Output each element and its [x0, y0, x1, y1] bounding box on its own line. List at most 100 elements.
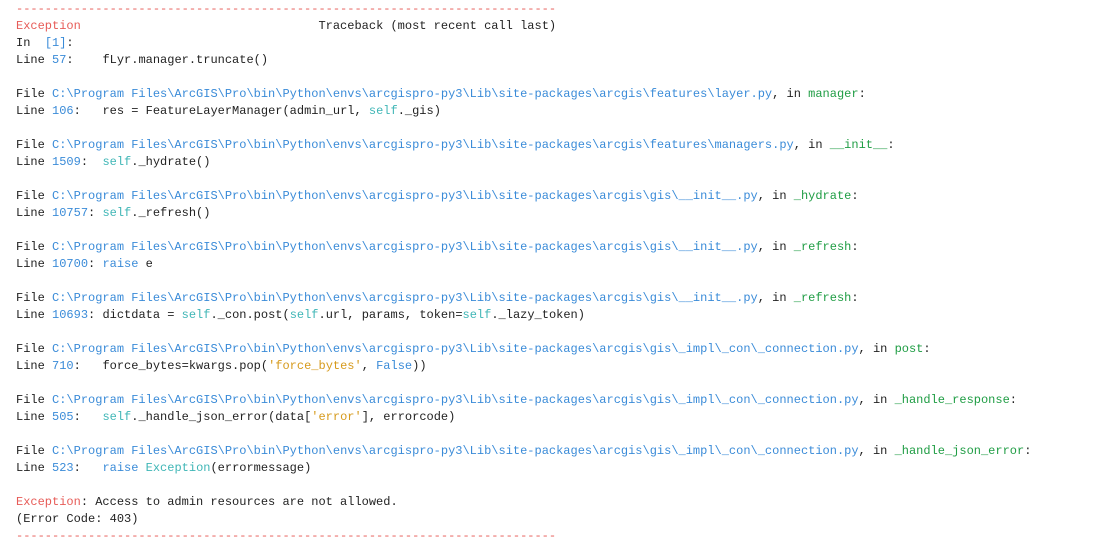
line-label: Line: [16, 461, 53, 475]
code-token: self: [102, 155, 132, 169]
code-token: dictdata =: [102, 308, 182, 322]
file-label: File: [16, 291, 53, 305]
blank: [16, 426, 1106, 443]
file-path: C:\Program Files\ArcGIS\Pro\bin\Python\e…: [52, 138, 794, 152]
blank: [16, 273, 1106, 290]
code-token: ], errorcode): [361, 410, 456, 424]
code-line: Line 10757: self._refresh(): [16, 205, 1106, 222]
code-token: self: [368, 104, 398, 118]
colon: :: [66, 53, 103, 67]
separator: ----------------------------------------…: [16, 2, 557, 16]
line-number: 1509: [52, 155, 81, 169]
code-token: .url, params, token=: [318, 308, 463, 322]
cell-suffix: :: [66, 36, 74, 50]
colon: :: [851, 291, 859, 305]
file-label: File: [16, 444, 53, 458]
line-number: 106: [52, 104, 74, 118]
code-token: (errormessage): [210, 461, 312, 475]
spacer: [81, 19, 319, 33]
function-name: manager: [808, 87, 859, 101]
code-token: ._hydrate(): [131, 155, 211, 169]
in-label: , in: [757, 189, 794, 203]
traceback-title: Traceback (most recent call last): [318, 19, 557, 33]
code-line: Line 505: self._handle_json_error(data['…: [16, 409, 1106, 426]
colon: :: [858, 87, 866, 101]
exception-header: Exception Traceback (most recent call la…: [16, 18, 1106, 35]
in-label: , in: [757, 291, 794, 305]
colon: :: [1009, 393, 1017, 407]
line-number: 10757: [52, 206, 89, 220]
code-line: Line 10700: raise e: [16, 256, 1106, 273]
colon: :: [80, 155, 103, 169]
frame-file-line: File C:\Program Files\ArcGIS\Pro\bin\Pyt…: [16, 443, 1106, 460]
in-label: , in: [858, 393, 895, 407]
line-label: Line: [16, 257, 53, 271]
line-number: 523: [52, 461, 74, 475]
frame-file-line: File C:\Program Files\ArcGIS\Pro\bin\Pyt…: [16, 239, 1106, 256]
file-label: File: [16, 342, 53, 356]
error-code-text: (Error Code: 403): [16, 512, 139, 526]
blank: [16, 171, 1106, 188]
frame-file-line: File C:\Program Files\ArcGIS\Pro\bin\Pyt…: [16, 341, 1106, 358]
error-text: : Access to admin resources are not allo…: [80, 495, 398, 509]
function-name: _refresh: [793, 291, 852, 305]
colon: :: [73, 104, 103, 118]
code-token: ._lazy_token): [491, 308, 585, 322]
function-name: __init__: [829, 138, 888, 152]
code-token: ._handle_json_error(data[: [131, 410, 312, 424]
code-token: fLyr.manager.truncate(): [102, 53, 269, 67]
colon: :: [923, 342, 931, 356]
colon: :: [851, 240, 859, 254]
code-token: ._gis): [397, 104, 441, 118]
cell-ref: In [1]:: [16, 35, 1106, 52]
file-label: File: [16, 240, 53, 254]
file-path: C:\Program Files\ArcGIS\Pro\bin\Python\e…: [52, 393, 859, 407]
frame-file-line: File C:\Program Files\ArcGIS\Pro\bin\Pyt…: [16, 290, 1106, 307]
code-token: ,: [361, 359, 377, 373]
colon: :: [1024, 444, 1032, 458]
blank: [16, 69, 1106, 86]
code-token: False: [376, 359, 413, 373]
function-name: _handle_json_error: [894, 444, 1025, 458]
in-label: , in: [858, 342, 895, 356]
in-label: , in: [772, 87, 809, 101]
code-token: ._refresh(): [131, 206, 211, 220]
function-name: _handle_response: [894, 393, 1010, 407]
line-label: Line: [16, 359, 53, 373]
line-number: 57: [52, 53, 67, 67]
blank: [16, 477, 1106, 494]
line-label: Line: [16, 206, 53, 220]
file-path: C:\Program Files\ArcGIS\Pro\bin\Python\e…: [52, 342, 859, 356]
line-label: Line: [16, 53, 53, 67]
line-number: 10693: [52, 308, 89, 322]
code-line: Line 710: force_bytes=kwargs.pop('force_…: [16, 358, 1106, 375]
colon: :: [887, 138, 895, 152]
separator-bottom: ----------------------------------------…: [16, 528, 1106, 545]
code-line: Line 57: fLyr.manager.truncate(): [16, 52, 1106, 69]
code-token: self: [181, 308, 211, 322]
blank: [16, 120, 1106, 137]
line-number: 10700: [52, 257, 89, 271]
colon: :: [88, 308, 103, 322]
error-code: (Error Code: 403): [16, 511, 1106, 528]
in-label: , in: [757, 240, 794, 254]
frame-file-line: File C:\Program Files\ArcGIS\Pro\bin\Pyt…: [16, 188, 1106, 205]
frame-file-line: File C:\Program Files\ArcGIS\Pro\bin\Pyt…: [16, 392, 1106, 409]
code-token: raise: [102, 257, 139, 271]
file-path: C:\Program Files\ArcGIS\Pro\bin\Python\e…: [52, 240, 758, 254]
line-label: Line: [16, 308, 53, 322]
line-number: 710: [52, 359, 74, 373]
exception-type: Exception: [16, 19, 81, 33]
line-number: 505: [52, 410, 74, 424]
code-token: raise: [102, 461, 139, 475]
line-label: Line: [16, 410, 53, 424]
error-type: Exception: [16, 495, 81, 509]
file-label: File: [16, 189, 53, 203]
file-path: C:\Program Files\ArcGIS\Pro\bin\Python\e…: [52, 87, 773, 101]
file-path: C:\Program Files\ArcGIS\Pro\bin\Python\e…: [52, 189, 758, 203]
code-token: [138, 461, 145, 475]
file-path: C:\Program Files\ArcGIS\Pro\bin\Python\e…: [52, 291, 758, 305]
code-token: force_bytes=kwargs.pop(: [102, 359, 269, 373]
file-path: C:\Program Files\ArcGIS\Pro\bin\Python\e…: [52, 444, 859, 458]
file-label: File: [16, 87, 53, 101]
